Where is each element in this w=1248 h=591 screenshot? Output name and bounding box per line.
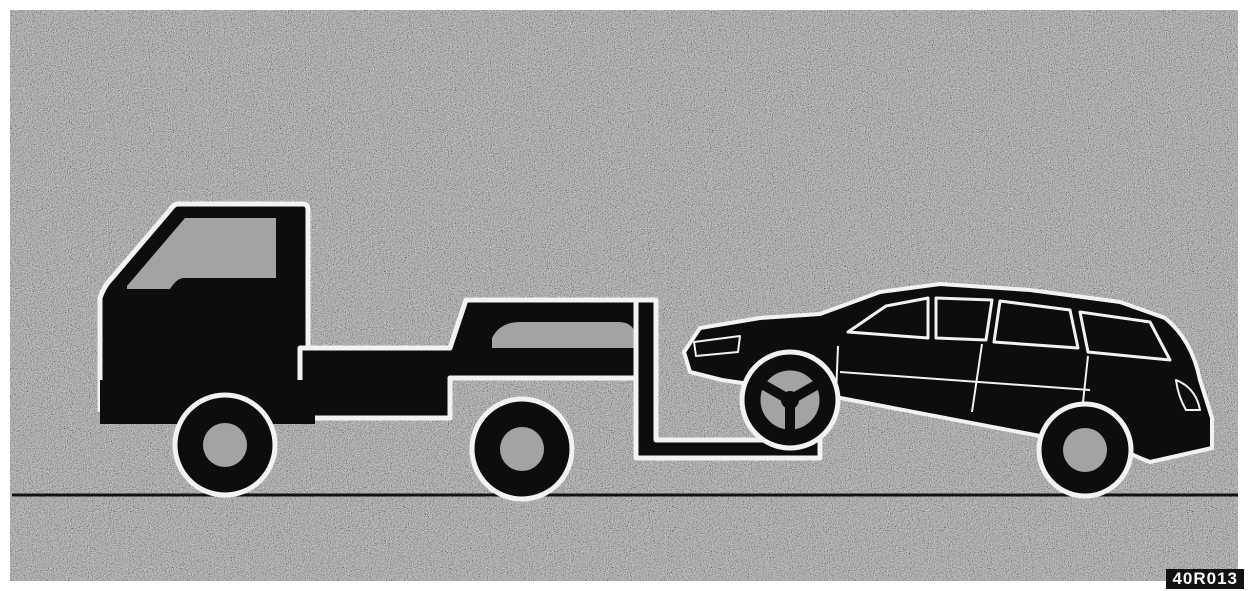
suv-front-wheel-lifted — [742, 352, 838, 448]
truck-front-wheel — [175, 395, 275, 495]
truck-rear-wheel — [472, 399, 572, 499]
suv-window-rear — [994, 301, 1078, 348]
figure-reference-code: 40R013 — [1166, 569, 1244, 589]
suv-rear-wheel — [1039, 404, 1131, 496]
suv-window-mid — [936, 298, 992, 340]
